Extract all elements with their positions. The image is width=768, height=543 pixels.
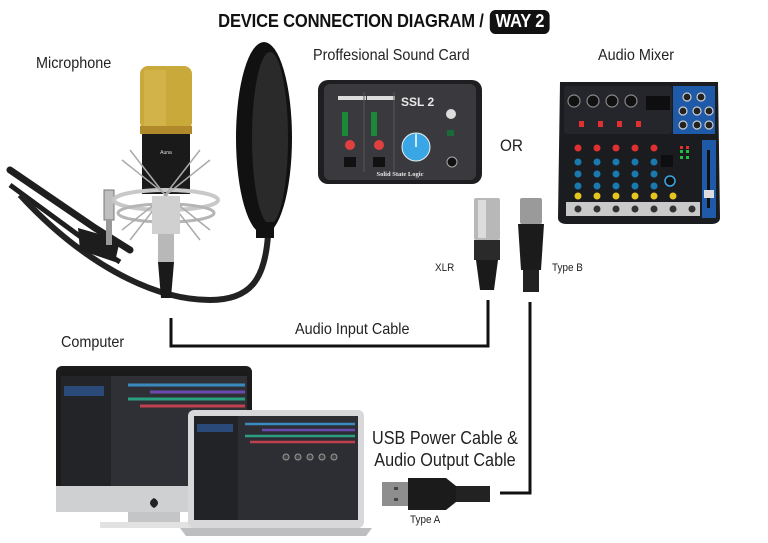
svg-text:Auna: Auna	[160, 150, 172, 156]
computer-label: Computer	[61, 334, 125, 351]
audio-mixer-label: Audio Mixer	[598, 47, 675, 64]
usb-cable-label-line1: USB Power Cable &	[372, 428, 518, 448]
audio-mixer-illustration	[558, 82, 720, 224]
microphone-label: Microphone	[36, 55, 112, 72]
type-a-label: Type A	[410, 514, 441, 526]
laptop-illustration	[180, 410, 372, 536]
audio-input-cable-line	[169, 300, 490, 348]
diagram-title: DEVICE CONNECTION DIAGRAM / WAY 2	[31, 10, 738, 34]
sound-card-illustration: SSL 2 Solid State Logic	[318, 80, 482, 184]
svg-text:Solid State Logic: Solid State Logic	[377, 171, 424, 178]
way-badge: WAY 2	[489, 10, 550, 34]
mic-grille	[140, 66, 192, 134]
type-b-label: Type B	[552, 262, 583, 274]
audio-input-cable-label: Audio Input Cable	[295, 321, 410, 338]
title-text: DEVICE CONNECTION DIAGRAM /	[218, 11, 484, 31]
type-a-connector	[382, 478, 490, 510]
svg-text:SSL 2: SSL 2	[401, 95, 434, 109]
xlr-label: XLR	[435, 262, 455, 274]
xlr-connector	[474, 198, 500, 290]
mixer-channel-knobs	[566, 144, 700, 216]
usb-cable-line	[500, 302, 532, 495]
type-b-connector	[518, 198, 544, 292]
usb-cable-label: USB Power Cable & Audio Output Cable	[360, 427, 531, 471]
or-separator: OR	[500, 136, 523, 155]
sound-card-label: Proffesional Sound Card	[313, 47, 470, 64]
usb-cable-label-line2: Audio Output Cable	[374, 450, 516, 470]
pop-filter	[236, 42, 292, 238]
microphone-illustration: Auna	[6, 42, 292, 304]
